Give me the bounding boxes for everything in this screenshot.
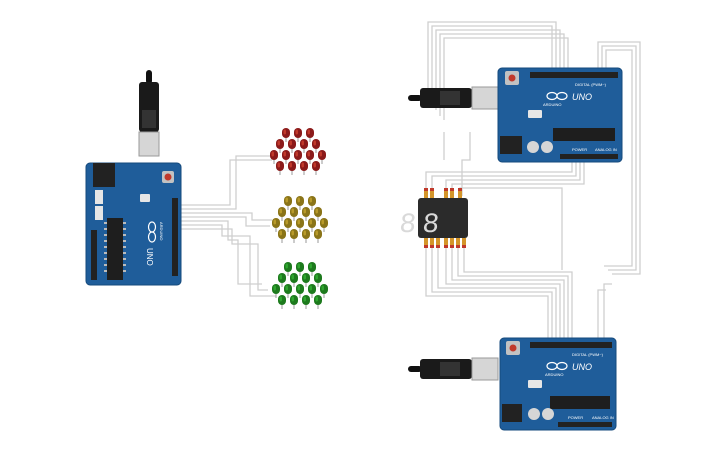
led[interactable] xyxy=(270,150,278,164)
led[interactable] xyxy=(308,284,316,298)
power-label: POWER xyxy=(568,415,583,420)
power-label: POWER xyxy=(572,147,587,152)
led[interactable] xyxy=(314,273,322,287)
led[interactable] xyxy=(276,161,284,175)
digit-2-text: 8 xyxy=(421,210,441,241)
led[interactable] xyxy=(300,161,308,175)
arduino-logo-icon xyxy=(546,91,568,101)
display-digit-2: 8 xyxy=(421,210,441,241)
board-model-label: UNO xyxy=(572,92,592,102)
digit-1-text: 8 xyxy=(398,210,418,241)
led[interactable] xyxy=(312,161,320,175)
led[interactable] xyxy=(308,196,316,210)
left-wires xyxy=(178,155,276,297)
board-model-label: UNO xyxy=(572,362,592,372)
usb-cable-bottom-right[interactable] xyxy=(408,357,499,381)
digital-header-label: DIGITAL (PWM~) xyxy=(572,352,604,357)
display-digit-1: 8 xyxy=(398,210,418,241)
analog-label: ANALOG IN xyxy=(592,415,614,420)
board-model-label: UNO xyxy=(145,248,154,266)
led[interactable] xyxy=(320,218,328,232)
led[interactable] xyxy=(312,139,320,153)
led[interactable] xyxy=(290,207,298,221)
led[interactable] xyxy=(282,150,290,164)
led[interactable] xyxy=(272,284,280,298)
display-pins-top xyxy=(424,188,462,198)
led[interactable] xyxy=(278,273,286,287)
arduino-logo-icon xyxy=(147,221,157,243)
led[interactable] xyxy=(278,295,286,309)
led[interactable] xyxy=(314,295,322,309)
led[interactable] xyxy=(284,284,292,298)
led[interactable] xyxy=(308,218,316,232)
led[interactable] xyxy=(308,262,316,276)
led[interactable] xyxy=(296,196,304,210)
led[interactable] xyxy=(306,150,314,164)
led[interactable] xyxy=(302,207,310,221)
led[interactable] xyxy=(302,273,310,287)
led[interactable] xyxy=(272,218,280,232)
led[interactable] xyxy=(288,161,296,175)
board-brand-label: ARDUINO xyxy=(545,372,563,377)
arduino-top-right[interactable]: DIGITAL (PWM~) UNO ARDUINO POWER ANALOG … xyxy=(408,67,623,163)
red-cluster[interactable] xyxy=(270,128,326,175)
led[interactable] xyxy=(284,218,292,232)
led[interactable] xyxy=(320,284,328,298)
seven-segment-display[interactable]: 8 8 xyxy=(398,188,468,248)
led[interactable] xyxy=(284,196,292,210)
yellow-cluster[interactable] xyxy=(272,196,328,243)
digital-header-label: DIGITAL (PWM~) xyxy=(575,82,607,87)
led[interactable] xyxy=(318,150,326,164)
usb-cable-left[interactable] xyxy=(138,70,160,157)
led[interactable] xyxy=(284,262,292,276)
led[interactable] xyxy=(302,229,310,243)
led[interactable] xyxy=(290,229,298,243)
led[interactable] xyxy=(302,295,310,309)
led[interactable] xyxy=(296,262,304,276)
led[interactable] xyxy=(300,139,308,153)
led[interactable] xyxy=(296,284,304,298)
led[interactable] xyxy=(314,229,322,243)
arduino-left[interactable]: UNO ARDUINO xyxy=(85,70,182,286)
led[interactable] xyxy=(278,229,286,243)
arduino-logo-icon xyxy=(546,361,568,371)
led[interactable] xyxy=(278,207,286,221)
led[interactable] xyxy=(290,295,298,309)
led[interactable] xyxy=(294,128,302,142)
led[interactable] xyxy=(294,150,302,164)
usb-cable-top-right[interactable] xyxy=(408,86,499,110)
green-cluster[interactable] xyxy=(272,262,328,309)
board-brand-label: ARDUINO xyxy=(543,102,561,107)
display-pins-bottom xyxy=(424,238,466,248)
board-brand-label: ARDUINO xyxy=(159,222,164,240)
led[interactable] xyxy=(314,207,322,221)
analog-label: ANALOG IN xyxy=(595,147,617,152)
arduino-bottom-right[interactable]: DIGITAL (PWM~) UNO ARDUINO POWER ANALOG … xyxy=(408,337,617,431)
led[interactable] xyxy=(288,139,296,153)
led[interactable] xyxy=(306,128,314,142)
led[interactable] xyxy=(282,128,290,142)
led[interactable] xyxy=(296,218,304,232)
led[interactable] xyxy=(276,139,284,153)
led[interactable] xyxy=(290,273,298,287)
